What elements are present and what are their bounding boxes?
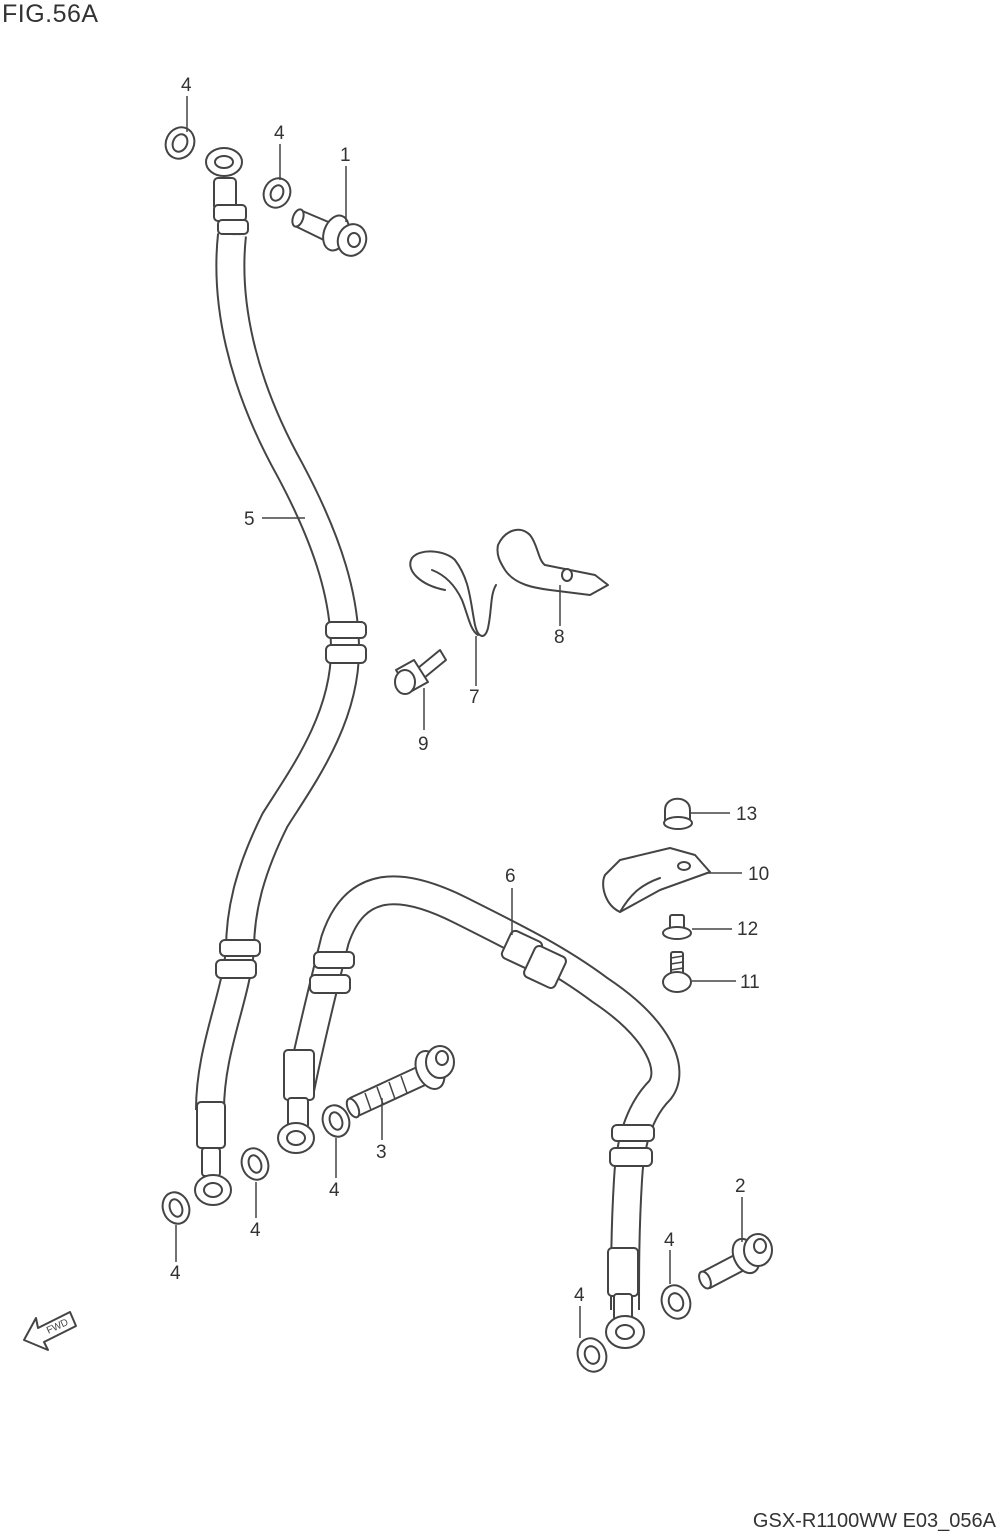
callout-13: 13 xyxy=(736,804,757,825)
callout-4: 4 xyxy=(181,75,192,96)
callout-9: 9 xyxy=(418,734,429,755)
union-bolt-3 xyxy=(345,1045,455,1119)
callout-2: 2 xyxy=(735,1176,746,1197)
callout-4: 4 xyxy=(574,1285,585,1306)
callout-7: 7 xyxy=(469,687,480,708)
callout-5: 5 xyxy=(244,509,255,530)
callout-6: 6 xyxy=(505,866,516,887)
callout-11: 11 xyxy=(740,972,760,993)
brake-hose-6 xyxy=(277,875,681,1349)
hose-clip-7 xyxy=(409,550,497,637)
fwd-arrow-icon: FWD xyxy=(23,1311,77,1351)
callout-4: 4 xyxy=(664,1230,675,1251)
cap-nut-13 xyxy=(663,797,693,830)
bolt-11 xyxy=(662,951,692,993)
hose-clamp-10 xyxy=(602,847,711,913)
bolt-9 xyxy=(394,649,447,695)
hose-bracket-8 xyxy=(496,528,609,596)
callout-4: 4 xyxy=(274,123,285,144)
callout-1: 1 xyxy=(340,145,351,166)
gasket-washers-4 xyxy=(161,126,692,1373)
collar-12 xyxy=(662,914,692,940)
figure-title: FIG.56A xyxy=(2,0,99,28)
leader-lines xyxy=(175,96,743,1338)
callout-4: 4 xyxy=(329,1180,340,1201)
brake-hose-5 xyxy=(194,147,367,1206)
union-bolt-1 xyxy=(291,208,368,257)
callout-4: 4 xyxy=(170,1263,181,1284)
union-bolt-2 xyxy=(698,1233,773,1290)
footer-code: GSX-R1100WW E03_056A xyxy=(752,1510,996,1532)
callout-12: 12 xyxy=(737,919,758,940)
callout-4: 4 xyxy=(250,1220,261,1241)
callout-3: 3 xyxy=(376,1142,387,1163)
callout-10: 10 xyxy=(748,864,769,885)
callout-8: 8 xyxy=(554,627,565,648)
